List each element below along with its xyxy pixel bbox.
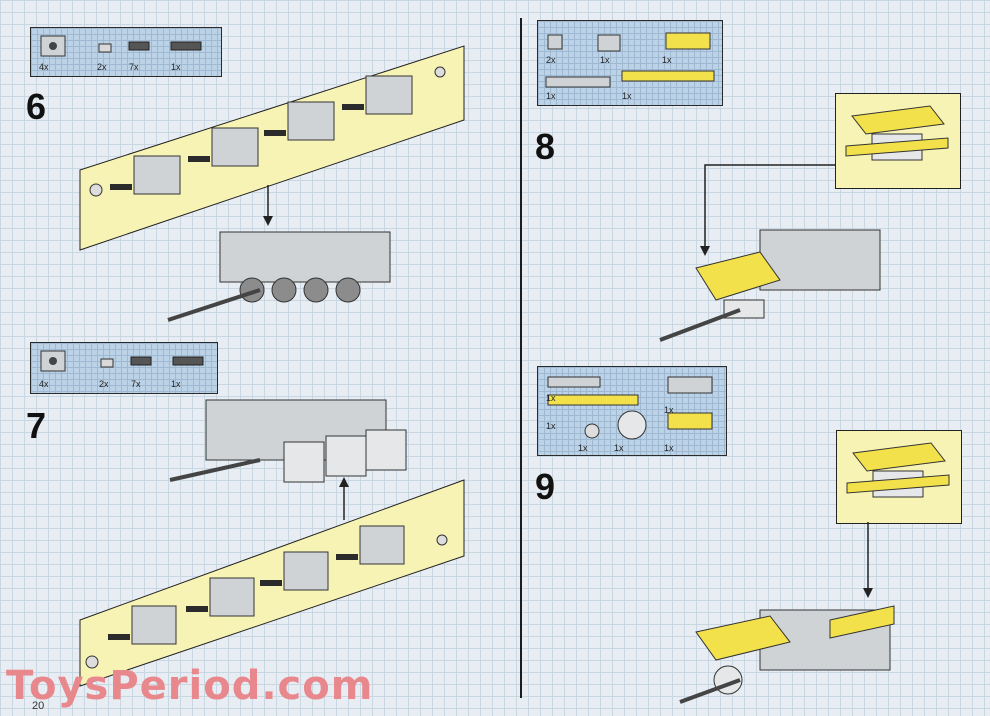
parts-illustration bbox=[545, 32, 715, 88]
callout-step-8 bbox=[835, 93, 961, 189]
part-qty: 4x bbox=[39, 379, 49, 389]
part-qty: 1x bbox=[578, 443, 588, 453]
callout-illustration bbox=[846, 442, 950, 498]
part-qty: 7x bbox=[131, 379, 141, 389]
part-qty: 1x bbox=[546, 421, 556, 431]
part-qty: 1x bbox=[664, 405, 674, 415]
parts-illustration bbox=[40, 35, 202, 57]
parts-box-step-6: 4x 2x 7x 1x bbox=[30, 27, 222, 77]
part-qty: 1x bbox=[171, 62, 181, 72]
parts-illustration bbox=[40, 350, 204, 372]
part-qty: 1x bbox=[662, 55, 672, 65]
step-8-assembly bbox=[659, 164, 881, 342]
step-number-9: 9 bbox=[535, 466, 556, 507]
parts-box-step-7: 4x 2x 7x 1x bbox=[30, 342, 218, 394]
part-qty: 2x bbox=[97, 62, 107, 72]
step-9-assembly bbox=[679, 522, 895, 704]
parts-box-step-9: 1x 1x 1x 1x 1x 1x bbox=[537, 366, 727, 456]
part-qty: 2x bbox=[99, 379, 109, 389]
part-qty: 4x bbox=[39, 62, 49, 72]
parts-illustration bbox=[547, 376, 713, 440]
step-number-8: 8 bbox=[535, 126, 556, 167]
callout-illustration bbox=[845, 105, 949, 161]
watermark-text: ToysPeriod.com bbox=[6, 663, 374, 709]
part-qty: 2x bbox=[546, 55, 556, 65]
callout-step-9 bbox=[836, 430, 962, 524]
step-number-7: 7 bbox=[26, 405, 47, 446]
part-qty: 1x bbox=[622, 91, 632, 101]
part-qty: 1x bbox=[171, 379, 181, 389]
step-number-6: 6 bbox=[26, 86, 47, 127]
page-divider bbox=[520, 18, 522, 698]
part-qty: 1x bbox=[614, 443, 624, 453]
part-qty: 7x bbox=[129, 62, 139, 72]
part-qty: 1x bbox=[546, 393, 556, 403]
step-7-assembly bbox=[79, 399, 465, 687]
step-6-assembly bbox=[79, 45, 465, 322]
page-number: 20 bbox=[32, 700, 45, 712]
part-qty: 1x bbox=[600, 55, 610, 65]
parts-box-step-8: 2x 1x 1x 1x 1x bbox=[537, 20, 723, 106]
part-qty: 1x bbox=[664, 443, 674, 453]
part-qty: 1x bbox=[546, 91, 556, 101]
